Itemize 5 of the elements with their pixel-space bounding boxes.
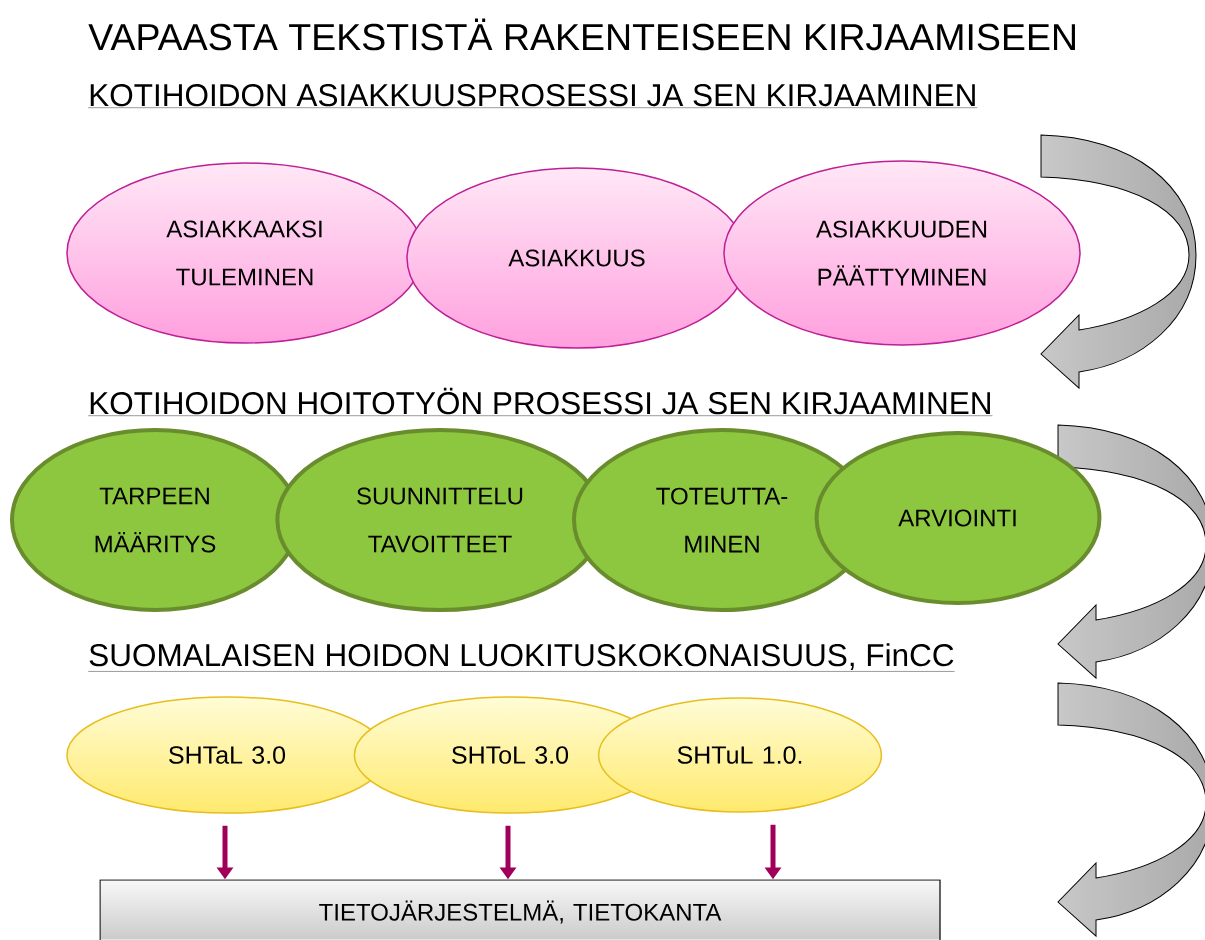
section-heading: KOTIHOIDON HOITOTYÖN PROSESSI JA SEN KIRJAAMINEN — [88, 387, 993, 416]
database-box: TIETOJÄRJESTELMÄ, TIETOKANTA — [99, 879, 941, 940]
section-heading: KOTIHOIDON ASIAKKUUSPROSESSI JA SEN KIRJAAMINEN — [88, 84, 978, 108]
title: VAPAASTA TEKSTISTÄ RAKENTEISEEN KIRJAAMISEEN — [88, 18, 1075, 51]
section-heading: SUOMALAISEN HOIDON LUOKITUSKOKONAISUUS, FinCC — [88, 643, 955, 672]
